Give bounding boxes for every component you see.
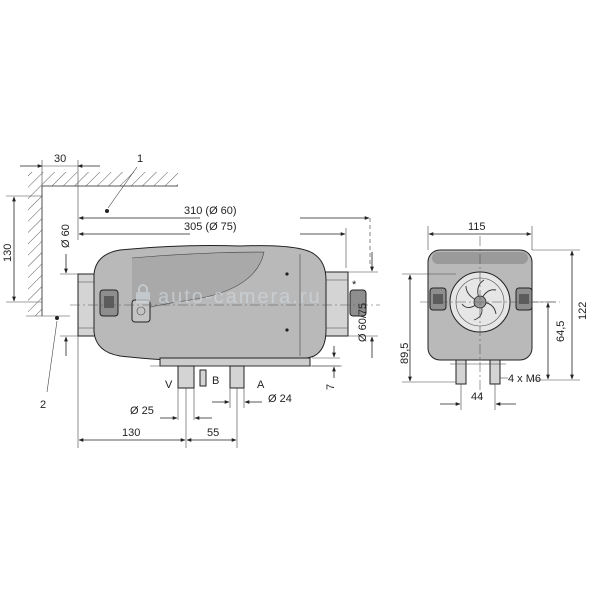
base-plate xyxy=(159,357,311,367)
dimension-label: 44 xyxy=(471,391,483,403)
label-port-v: V xyxy=(165,379,173,391)
dim-length-305: 305 (Ø 75) xyxy=(78,221,347,268)
dim-44: 44 xyxy=(440,384,516,410)
vent-right xyxy=(349,289,367,317)
end-stud-right xyxy=(489,359,501,385)
dim-height-122: 122 xyxy=(532,249,589,381)
lock-icon xyxy=(136,284,150,303)
dim-bolts: 4 x M6 xyxy=(500,373,541,385)
label-port-b: B xyxy=(212,375,219,387)
wall-hatching xyxy=(26,172,178,317)
port-a xyxy=(229,365,245,389)
dim-port-25: Ø 25 xyxy=(130,388,212,420)
dimension-label: * xyxy=(352,279,357,291)
watermark-text: auto-camera.ru xyxy=(158,286,322,308)
dimension-label: 64,5 xyxy=(555,321,567,342)
dimension-label: 4 x M6 xyxy=(508,373,541,385)
dim-wall-offset: 30 xyxy=(20,153,100,240)
port-v xyxy=(177,365,195,389)
dimension-label: 310 (Ø 60) xyxy=(184,205,237,217)
dimension-label: Ø 60/75 xyxy=(357,303,369,342)
heater-end-view xyxy=(420,236,560,400)
watermark: auto-camera.ru xyxy=(136,284,322,308)
dim-64-5: 64,5 xyxy=(532,301,567,380)
dim-length-310: 310 (Ø 60) xyxy=(78,205,371,266)
dimension-label: 305 (Ø 75) xyxy=(184,221,237,233)
dim-width-115: 115 xyxy=(427,221,533,250)
dimension-label: 2 xyxy=(40,399,46,411)
dimension-label: 1 xyxy=(137,153,143,165)
dim-port-24: Ø 24 xyxy=(212,388,292,408)
dim-pipe-left: Ø 60 xyxy=(60,224,82,356)
port-b xyxy=(199,369,207,387)
dim-7: 7 xyxy=(312,346,342,390)
callout-2: 2 xyxy=(40,316,59,411)
dimension-label: 89,5 xyxy=(399,343,411,364)
dim-bottom: 130 55 xyxy=(77,336,238,448)
dim-pipe-right: Ø 60/75 * xyxy=(348,252,378,358)
dimension-label: 130 xyxy=(122,427,140,439)
end-stud-left xyxy=(455,359,467,385)
callout-1: 1 xyxy=(105,153,143,213)
label-port-a: A xyxy=(257,379,265,391)
dimension-label: 130 xyxy=(2,244,14,262)
heater-shade xyxy=(132,252,264,312)
dim-89-5: 89,5 xyxy=(399,273,456,383)
bracket xyxy=(131,299,151,323)
heater-side-view xyxy=(70,245,380,389)
dimension-label: 122 xyxy=(577,302,589,320)
dimension-label: 30 xyxy=(54,153,66,165)
dimension-label: Ø 60 xyxy=(60,224,72,248)
dimension-label: 115 xyxy=(468,221,486,233)
dimension-label: 7 xyxy=(325,384,337,390)
dim-height-130: 130 xyxy=(2,195,42,303)
dimension-label: 55 xyxy=(207,427,219,439)
dimension-label: Ø 25 xyxy=(130,405,154,417)
dimension-label: Ø 24 xyxy=(268,393,292,405)
